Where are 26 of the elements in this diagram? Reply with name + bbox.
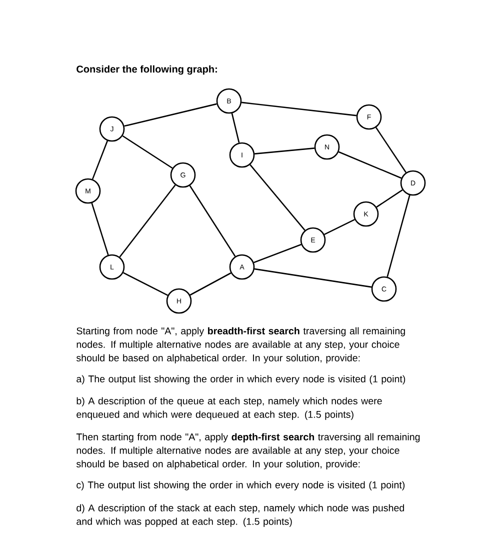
connector-line (119, 184, 176, 258)
connector-line (386, 195, 410, 277)
heading: Consider the following graph: (76, 65, 217, 75)
question-text: c) The output list showing the order in which every node is visited (1 point) (76, 481, 405, 490)
question-text: Starting from node "A", apply breadth-first search traversing all remaining nodes. If multiple alternative nodes are available at any step, your choice should be based on alphabetical order. In your solution, provide: (76, 327, 405, 364)
connector-line (92, 140, 108, 180)
question-text: Then starting from node "A", apply depth-first search traversing all remaining nodes. If multiple alternative nodes are available at any step, your choice should be based on alphabetical order. In your solution, provide: (76, 433, 420, 470)
connector-line (338, 151, 402, 179)
connector-line (122, 135, 173, 169)
connector-line (254, 148, 314, 154)
connector-line (124, 103, 217, 127)
connector-line (242, 102, 357, 116)
connector-line (376, 189, 403, 208)
connector-line (254, 268, 372, 288)
connector-line (375, 127, 407, 173)
connector-line (231, 113, 240, 143)
connector-line (324, 219, 355, 236)
connector-line (250, 164, 306, 231)
connector-line (254, 244, 302, 264)
question-text: b) A description of the queue at each step, namely which nodes were enqueued and which were dequeued at each step. (1.5 points) (76, 397, 382, 420)
connector-line (189, 185, 236, 257)
connector-line (122, 272, 168, 296)
connector-line (190, 272, 232, 296)
question-text: d) A description of the stack at each step, namely which node was pushed and which was popped at each step. (1.5 points) (76, 504, 404, 527)
connector-line (91, 202, 109, 256)
question-text: a) The output list showing the order in which every node is visited (1 point) (76, 375, 406, 384)
